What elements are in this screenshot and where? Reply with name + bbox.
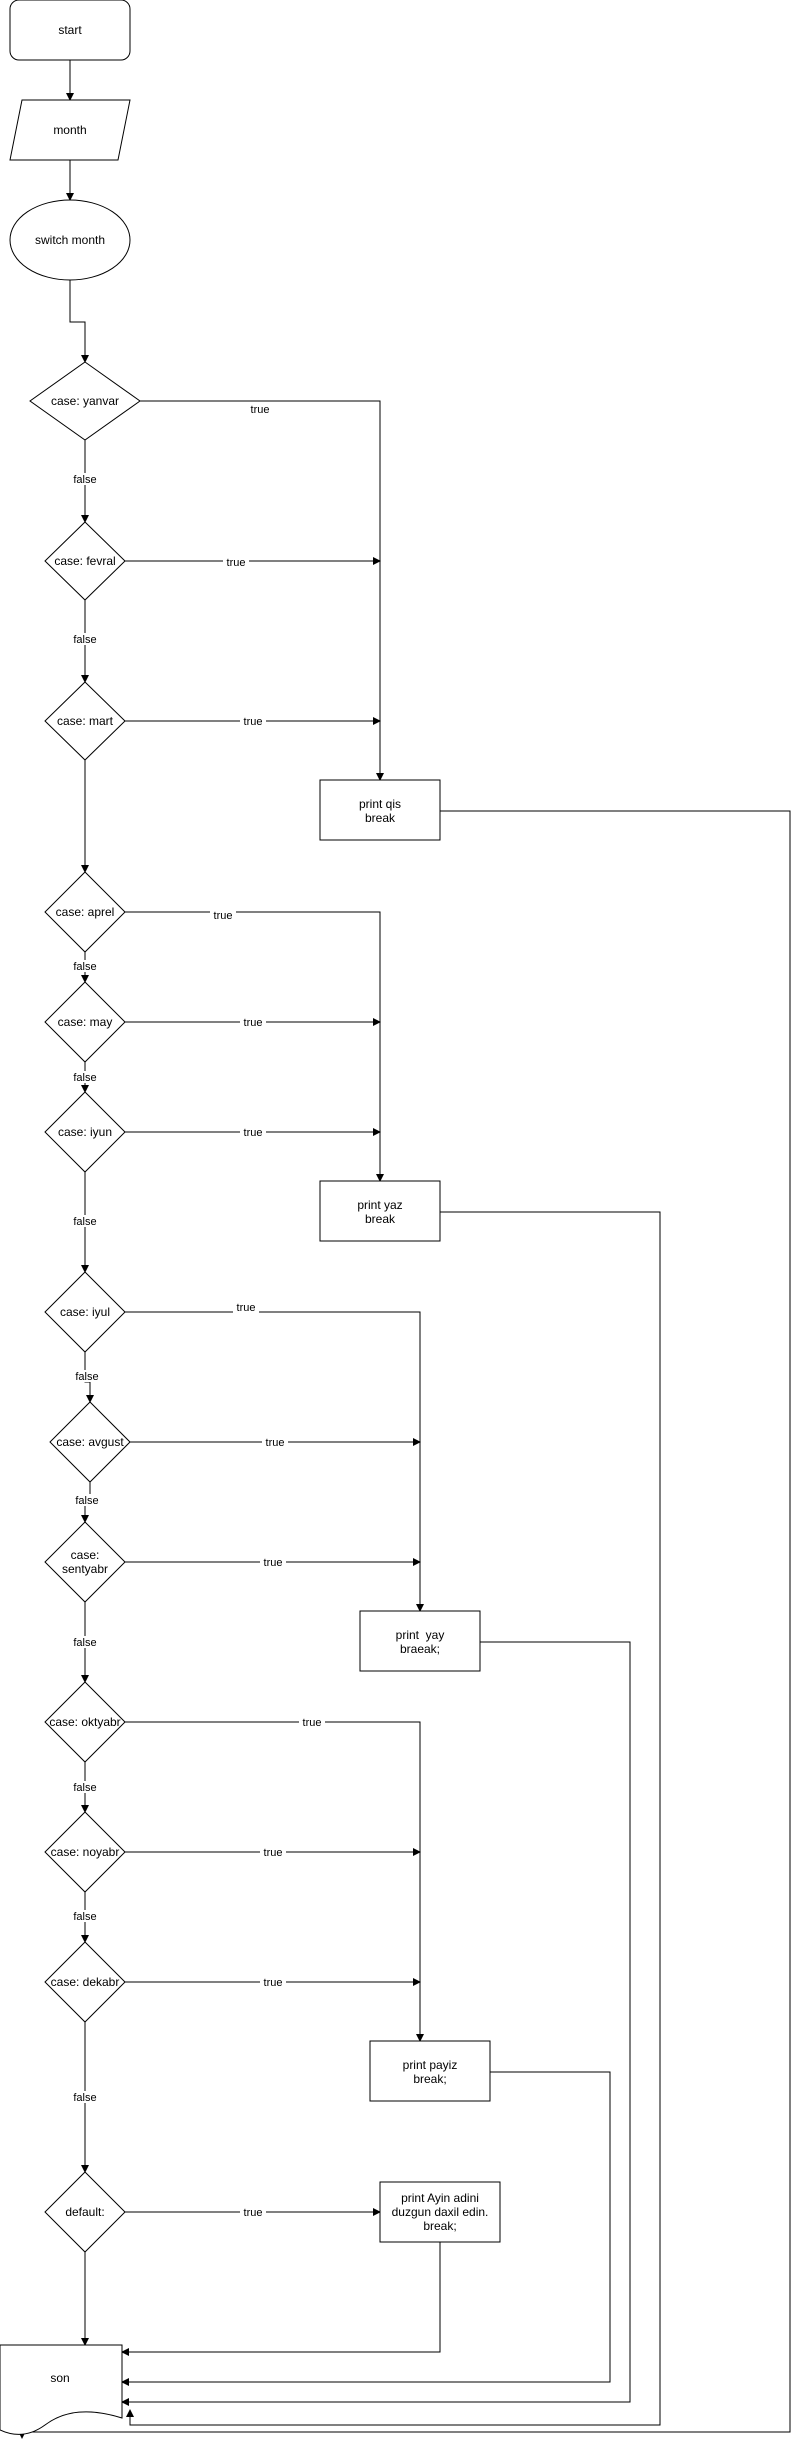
edge-iyul-yay <box>125 1311 424 1612</box>
case-dekabr-node[interactable]: case: dekabr <box>44 1941 126 2023</box>
true-label: true <box>303 1717 322 1729</box>
print-yay-node[interactable]: print yay braeak; <box>359 1610 481 1672</box>
print-default-node[interactable]: print Ayin adini duzgun daxil edin. brea… <box>379 2181 501 2243</box>
true-label: true <box>266 1437 285 1449</box>
edge-yanvar-qis <box>140 400 384 781</box>
case-iyul-label: case: iyul <box>60 1305 110 1319</box>
month-label: month <box>53 123 86 137</box>
edge-yay-son <box>121 1641 631 2406</box>
case-oktyabr-node[interactable]: case: oktyabr <box>44 1681 126 1763</box>
edge-labels: true true true true true true true true … <box>70 403 325 2219</box>
case-avgust-node[interactable]: case: avgust <box>49 1401 131 1483</box>
false-label: false <box>73 961 96 973</box>
print-yaz-node[interactable]: print yaz break <box>319 1180 441 1242</box>
print-payiz-line2: break; <box>413 2072 446 2086</box>
false-label: false <box>73 2092 96 2104</box>
true-label: true <box>244 2207 263 2219</box>
case-noyabr-label: case: noyabr <box>51 1845 120 1859</box>
case-yanvar-node[interactable]: case: yanvar <box>29 361 141 441</box>
true-label: true <box>244 1017 263 1029</box>
case-noyabr-node[interactable]: case: noyabr <box>44 1811 126 1893</box>
edge-switch-yanvar <box>69 280 89 363</box>
false-label: false <box>73 1637 96 1649</box>
case-aprel-node[interactable]: case: aprel <box>44 871 126 953</box>
son-end-node[interactable]: son <box>0 2344 123 2435</box>
print-payiz-node[interactable]: print payiz break; <box>369 2040 491 2102</box>
case-oktyabr-label: case: oktyabr <box>49 1715 120 1729</box>
print-yaz-line1: print yaz <box>357 1198 402 1212</box>
case-iyul-node[interactable]: case: iyul <box>44 1271 126 1353</box>
false-label: false <box>73 634 96 646</box>
false-label: false <box>75 1371 98 1383</box>
print-default-line3: break; <box>423 2219 456 2233</box>
false-label: false <box>73 474 96 486</box>
nodes: start month switch month case: yanvar ca… <box>0 0 501 2435</box>
case-mart-node[interactable]: case: mart <box>44 681 126 761</box>
case-sentyabr-line2: sentyabr <box>62 1562 108 1576</box>
print-yay-line1: print yay <box>396 1628 445 1642</box>
case-iyun-node[interactable]: case: iyun <box>44 1091 126 1173</box>
true-label: true <box>264 1557 283 1569</box>
switch-label: switch month <box>35 233 105 247</box>
true-label: true <box>264 1847 283 1859</box>
case-fevral-label: case: fevral <box>54 554 115 568</box>
false-label: false <box>73 1072 96 1084</box>
edge-payiz-son <box>121 2071 611 2386</box>
false-label: false <box>75 1495 98 1507</box>
case-sentyabr-line1: case: <box>71 1548 100 1562</box>
true-label: true <box>227 557 246 569</box>
case-sentyabr-node[interactable]: case: sentyabr <box>44 1521 126 1603</box>
false-label: false <box>73 1216 96 1228</box>
son-label: son <box>50 2371 69 2385</box>
true-label: true <box>237 1302 256 1314</box>
default-node[interactable]: default: <box>44 2171 126 2253</box>
print-yaz-line2: break <box>365 1212 396 1226</box>
case-avgust-label: case: avgust <box>56 1435 124 1449</box>
print-qis-line2: break <box>365 811 396 825</box>
start-node[interactable]: start <box>9 0 131 61</box>
case-yanvar-label: case: yanvar <box>51 394 119 408</box>
false-label: false <box>73 1782 96 1794</box>
default-label: default: <box>65 2205 104 2219</box>
print-yay-line2: braeak; <box>400 1642 440 1656</box>
case-aprel-label: case: aprel <box>56 905 115 919</box>
edge-yaz-son <box>126 1211 661 2426</box>
print-qis-node[interactable]: print qis break <box>319 779 441 841</box>
true-label: true <box>251 404 270 416</box>
true-label: true <box>264 1977 283 1989</box>
print-payiz-line1: print payiz <box>403 2058 458 2072</box>
case-may-label: case: may <box>58 1015 113 1029</box>
print-qis-line1: print qis <box>359 797 401 811</box>
case-iyun-label: case: iyun <box>58 1125 112 1139</box>
true-label: true <box>244 716 263 728</box>
false-label: false <box>73 1911 96 1923</box>
true-label: true <box>214 910 233 922</box>
case-may-node[interactable]: case: may <box>44 981 126 1063</box>
case-mart-label: case: mart <box>57 714 114 728</box>
edge-aprel-yaz <box>125 911 384 1182</box>
edge-oktyabr-payiz <box>125 1721 424 2042</box>
edge-print-default-son <box>121 2242 441 2356</box>
switch-month-node[interactable]: switch month <box>9 199 131 281</box>
print-default-line2: duzgun daxil edin. <box>392 2205 489 2219</box>
month-input-node[interactable]: month <box>9 99 131 161</box>
print-default-line1: print Ayin adini <box>401 2191 479 2205</box>
case-dekabr-label: case: dekabr <box>51 1975 120 1989</box>
true-label: true <box>244 1127 263 1139</box>
start-label: start <box>58 23 82 37</box>
case-fevral-node[interactable]: case: fevral <box>44 521 126 601</box>
